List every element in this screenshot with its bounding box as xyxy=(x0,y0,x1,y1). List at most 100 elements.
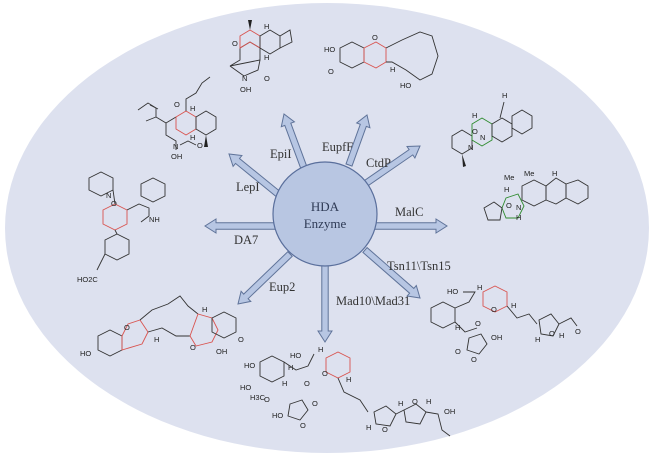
atom-ho: HO xyxy=(447,287,458,296)
atom-o-ketone: O xyxy=(238,335,244,344)
atom-h1: H xyxy=(288,363,293,372)
atom-o-ketone: O xyxy=(328,67,334,76)
arrow-eup2 xyxy=(237,250,293,305)
atom-h7: H xyxy=(426,397,431,406)
enzyme-label-epii: EpiI xyxy=(270,147,292,161)
structure-malbrancheamide: Me Me H H O N H xyxy=(483,169,589,222)
arrows-group xyxy=(204,113,448,343)
atom-o-ring: O xyxy=(300,421,306,430)
atom-ho4: HO xyxy=(272,411,283,420)
atom-o-methoxy: O xyxy=(264,395,270,404)
atom-ho2c: HO2C xyxy=(77,275,98,284)
atom-o-thf2: O xyxy=(412,397,418,406)
atom-ho2: HO xyxy=(400,81,411,90)
atom-me1: Me xyxy=(504,173,514,182)
atom-h2: H xyxy=(282,379,287,388)
atom-h: H xyxy=(390,65,395,74)
center-label-line1: HDA xyxy=(311,199,340,214)
atom-h2: H xyxy=(516,213,521,222)
atom-me2: Me xyxy=(524,169,534,178)
atom-nh: H xyxy=(552,169,557,178)
atom-o-methoxy: O xyxy=(575,327,581,336)
atom-o-pyran: O xyxy=(322,369,328,378)
structure-eupenifeldin: HO O H H O OH O xyxy=(80,295,244,358)
arrow-epii xyxy=(280,113,308,170)
atom-oh: OH xyxy=(216,347,227,356)
atom-o-ring: O xyxy=(174,100,180,109)
structure-tetronasin: HO O H H H O H H O O OH O O xyxy=(430,283,581,364)
atom-o-ketone: O xyxy=(475,319,481,328)
arrow-malc xyxy=(374,218,448,234)
atom-o-ring: O xyxy=(111,199,117,208)
arrow-eupff xyxy=(345,114,371,167)
structure-epi: O H H N OH O xyxy=(229,20,293,94)
atom-h2: H xyxy=(511,301,516,310)
atom-h4: H xyxy=(346,375,351,384)
atom-h1: H xyxy=(190,104,195,113)
structure-eupff-product: HO O O H HO xyxy=(324,31,439,90)
enzyme-label-eup2: Eup2 xyxy=(269,280,295,294)
hda-enzyme-circle xyxy=(272,161,378,267)
atom-o-thf: O xyxy=(549,329,555,338)
center-label-line2: Enzyme xyxy=(304,216,347,231)
atom-h1: H xyxy=(154,335,159,344)
arrow-mad xyxy=(317,263,333,343)
enzyme-label-malc: MalC xyxy=(395,205,423,219)
atom-o-ring: O xyxy=(372,33,378,42)
atom-o-ketone: O xyxy=(304,379,310,388)
atom-o-lactone2: O xyxy=(471,355,477,364)
atom-oh: OH xyxy=(240,85,251,94)
atom-n: N xyxy=(242,74,247,83)
atom-h1: H xyxy=(477,283,482,292)
atom-o-thf1: O xyxy=(382,425,388,434)
atom-oh: OH xyxy=(444,407,455,416)
atom-h4: H xyxy=(535,335,540,344)
atom-oh: OH xyxy=(491,333,502,342)
atom-o-carbonyl: O xyxy=(264,74,270,83)
atom-h5: H xyxy=(559,331,564,340)
atom-o-pyran: O xyxy=(491,305,497,314)
atom-o: O xyxy=(506,201,512,210)
atom-n2: N xyxy=(468,143,473,152)
atom-h3c: H3C xyxy=(250,393,266,402)
atom-h2: H xyxy=(264,53,269,62)
atom-o: O xyxy=(232,39,238,48)
enzyme-label-da7: DA7 xyxy=(234,233,258,247)
atom-h2: H xyxy=(202,305,207,314)
enzyme-label-tsn: Tsn11\Tsn15 xyxy=(387,259,451,273)
atom-h1: H xyxy=(504,185,509,194)
structure-leporin: N OH O O H H xyxy=(137,76,217,161)
atom-o-carbonyl: O xyxy=(197,141,203,150)
atom-nh: NH xyxy=(149,215,160,224)
enzyme-label-eupff: EupfF xyxy=(322,140,353,154)
atom-h1: H xyxy=(264,22,269,31)
atom-ho: HO xyxy=(80,349,91,358)
atom-ho: HO xyxy=(324,45,335,54)
atom-ho3: HO xyxy=(290,351,301,360)
atom-n-pyridine: N xyxy=(106,191,111,200)
atom-ho1: HO xyxy=(244,361,255,370)
atom-n1: N xyxy=(480,133,485,142)
arrow-tsn xyxy=(362,246,421,299)
structure-da7-product: N O NH HO2C xyxy=(77,171,166,284)
arrow-da7 xyxy=(204,218,276,234)
atom-h2: H xyxy=(190,133,195,142)
atom-o-lactone: O xyxy=(312,399,318,408)
atom-o2: O xyxy=(190,343,196,352)
enzyme-label-mad: Mad10\Mad31 xyxy=(336,294,410,308)
enzyme-label-lepi: LepI xyxy=(236,180,260,194)
enzyme-label-ctdp: CtdP xyxy=(366,156,391,170)
atom-h: H xyxy=(472,111,477,120)
structure-citrinadin: H O N N H xyxy=(451,91,533,167)
atom-n: N xyxy=(516,203,521,212)
atom-oh: OH xyxy=(171,152,182,161)
atom-h5: H xyxy=(366,423,371,432)
atom-ho2: HO xyxy=(240,383,251,392)
arrow-ctdp xyxy=(362,145,421,188)
atom-h6: H xyxy=(398,399,403,408)
arrow-lepi xyxy=(228,153,286,202)
atom-n: N xyxy=(173,142,178,151)
atom-o-lactone1: O xyxy=(455,347,461,356)
atom-h3: H xyxy=(455,323,460,332)
